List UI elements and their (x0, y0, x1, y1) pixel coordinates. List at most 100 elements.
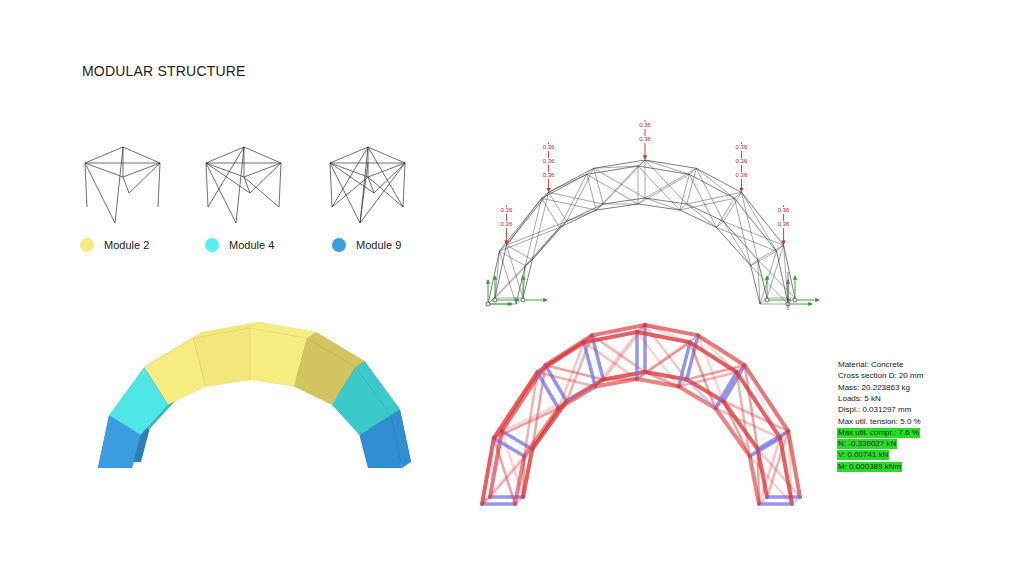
support-arrow (495, 276, 496, 300)
member-utilization (690, 335, 698, 342)
truss-member (638, 166, 689, 174)
truss-member (495, 260, 532, 298)
truss-member (594, 166, 638, 168)
module-block (193, 328, 250, 386)
member-utilization (780, 431, 788, 438)
module-member (206, 163, 236, 223)
truss-member (638, 166, 639, 204)
truss-member (587, 174, 638, 204)
truss-member (532, 221, 566, 259)
member-utilization (595, 380, 603, 387)
truss-member (567, 204, 604, 221)
module-member (206, 147, 244, 163)
member-utilization (759, 502, 792, 506)
truss-member (687, 192, 742, 204)
truss-member (596, 166, 638, 210)
truss-member (549, 192, 604, 204)
member-utilization (645, 325, 690, 342)
support-symbol (521, 276, 547, 302)
truss-member (596, 204, 638, 210)
truss-member (638, 160, 645, 166)
support-arrow (488, 304, 512, 305)
module-member (368, 177, 403, 207)
result-line: Mass: 20.223863 kg (837, 383, 911, 393)
truss-member (638, 198, 645, 204)
legend-label: Module 2 (104, 238, 149, 252)
member-utilization (482, 497, 490, 504)
member-utilization (750, 456, 792, 504)
module-member (206, 163, 250, 193)
result-line: Max util. tension: 5.0 % (837, 417, 922, 427)
truss-member (680, 204, 687, 210)
module-member (374, 163, 405, 193)
member-utilization (788, 431, 792, 504)
truss-member (532, 227, 559, 259)
member-utilization (690, 342, 715, 408)
member-utilization (745, 365, 781, 438)
legend-swatch (205, 238, 219, 252)
truss-member (680, 198, 735, 210)
member-utilization (637, 325, 645, 332)
member-utilization (698, 335, 737, 372)
load-value: 0.36 (735, 158, 749, 165)
support-arrow (767, 300, 791, 301)
truss-member (645, 198, 680, 210)
support-arrow (488, 280, 489, 304)
truss-member (549, 192, 567, 221)
truss-member (638, 174, 689, 204)
member-utilization (603, 378, 637, 381)
truss-member (751, 260, 758, 266)
member-utilization (592, 332, 637, 335)
truss-member (696, 168, 734, 198)
member-utilization (524, 449, 532, 456)
truss-member (587, 168, 594, 174)
support-node (493, 298, 497, 302)
truss-member (525, 227, 559, 265)
module-member (123, 177, 129, 193)
support-arrow (795, 276, 796, 300)
truss-member (603, 204, 638, 205)
module-member (206, 163, 281, 164)
module-wireframe (330, 147, 405, 223)
truss-member (716, 227, 750, 265)
truss-member (645, 198, 687, 204)
member-utilization (723, 401, 749, 456)
truss-member (499, 245, 506, 251)
truss-member (751, 266, 760, 304)
member-utilization (502, 372, 538, 431)
module-wireframes (85, 147, 405, 223)
module-wireframe (206, 147, 281, 223)
module-member (85, 163, 115, 223)
truss-member (687, 204, 717, 227)
module-member (330, 163, 332, 207)
truss-member (760, 304, 788, 305)
truss-member (767, 298, 795, 299)
support-symbol (486, 280, 512, 306)
support-arrow (788, 304, 812, 305)
truss-member (488, 304, 516, 305)
truss-member (495, 245, 506, 298)
truss-member (542, 192, 549, 198)
member-utilization (532, 408, 558, 449)
member-utilization (537, 365, 545, 372)
member-utilization (679, 380, 687, 387)
support-symbol (493, 276, 519, 302)
module-member (368, 147, 405, 163)
truss-member (560, 174, 587, 227)
member-utilization (515, 497, 523, 504)
result-line: Cross section D: 20 mm (837, 371, 924, 381)
truss-member (689, 174, 734, 198)
module-member (368, 147, 403, 207)
load-value: 0.36 (777, 207, 791, 214)
truss-member (495, 251, 499, 298)
module-member (244, 147, 281, 163)
member-utilization (494, 431, 502, 438)
member-utilization (537, 372, 595, 386)
legend-swatch (332, 238, 346, 252)
truss-member (689, 168, 696, 174)
truss-member (638, 204, 680, 210)
truss-member (716, 221, 723, 227)
member-utilization (545, 342, 584, 365)
module-member (403, 163, 405, 207)
load-value: 0.36 (542, 158, 556, 165)
